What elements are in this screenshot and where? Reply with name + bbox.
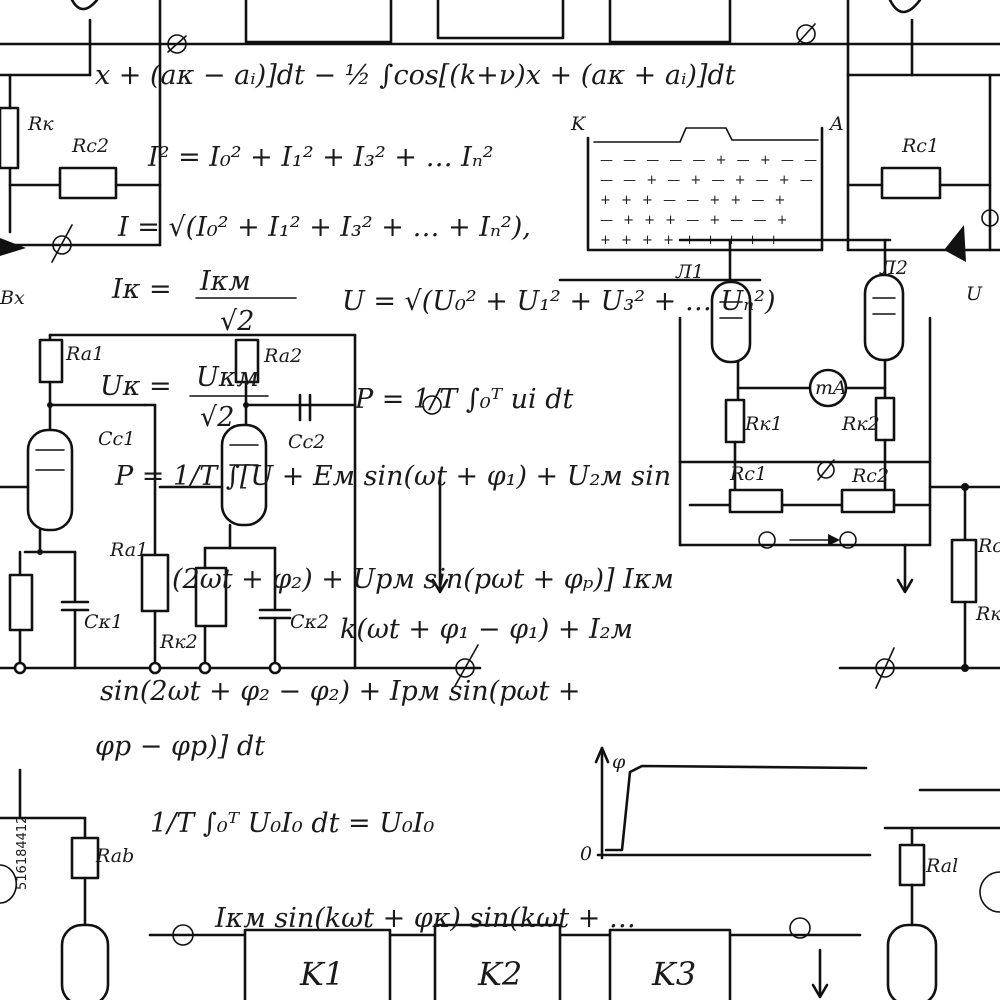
label-l2: Л2 [879,257,908,279]
svg-text:— — + — + — + — + —: — — + — + — + — + — [600,173,816,188]
formula-ik-numerator: Iκм [199,266,251,297]
label-r-right: Rc [977,535,1000,557]
label-rc1-box: Rc1 [729,463,767,485]
formula-block: x + (aκ − aᵢ)]dt − ½ ∫cos[(k+ν)x + (aκ +… [95,60,776,934]
label-ck2: Cκ2 [290,611,329,633]
label-cc1: Cc1 [98,428,135,450]
top-block-chain [0,0,1000,252]
tube-bridge-circuit: Л1 Л2 Rк1 Rк2 mA Rc1 Rc2 [558,238,932,594]
tank-label-k: K [570,113,587,135]
label-rs1: Ra1 [109,539,148,561]
svg-text:— — — — — + — + — —: — — — — — + — + — — [600,153,820,168]
label-k2: K2 [477,955,522,993]
bottom-right-circuit: Ral [883,788,1000,1000]
label-u-out: U [966,283,983,305]
formula-current-rms: I = √(I₀² + I₁² + I₃² + … + Iₙ²), [117,212,531,243]
right-amplifier-circuit: Rc1 U [846,18,1000,305]
formula-uk-denominator: √2 [200,402,234,433]
label-ck1: Cκ1 [84,611,123,633]
label-rk: Rк [27,113,54,135]
formula-top-integral: x + (aκ − aᵢ)]dt − ½ ∫cos[(k+ν)x + (aκ +… [95,60,736,91]
label-ra2: Ra2 [263,345,302,367]
left-amplifier-circuit: Rк Rc2 Bx [0,18,162,309]
formula-uk-numerator: Uκм [196,362,259,393]
label-rc2-box: Rc2 [851,465,889,487]
graph-y-label: φ [612,751,626,773]
tank-label-a: A [828,113,844,135]
right-edge-circuit: Rc Rк [838,483,1000,689]
label-bx: Bx [0,287,25,309]
bottom-left-circuit: Rab [0,768,134,1000]
electrolytic-tank: — — — — — + — + — — — — + — + — + — + — … [570,113,844,252]
label-rab: Rab [95,845,134,867]
label-rk1-box: Rк1 [744,413,783,435]
svg-text:+ + + — — + + — +: + + + — — + + — + [600,193,788,208]
label-rk2-box: Rк2 [841,413,880,435]
formula-bottom-series: Iκм sin(kωt + φκ) sin(kωt + … [214,903,636,934]
label-ra1: Ra1 [65,343,104,365]
label-ma: mA [815,377,847,399]
step-response-graph: φ 0 [580,746,872,865]
label-rc1: Rc1 [901,135,939,157]
bottom-block-chain: K1 K2 K3 [148,917,862,1000]
formula-power-long-3: k(ωt + φ₁ − φ₁) + I₂м [340,614,633,645]
formula-ik-lhs: Iκ = [111,274,172,305]
formula-uk-lhs: Uκ = [100,371,172,402]
formula-power-long-4: sin(2ωt + φ₂ − φ₂) + Iрм sin(pωt + [100,676,581,707]
label-k1: K1 [299,955,344,993]
formula-power: P = 1/T ∫₀ᵀ ui dt [354,384,574,415]
label-k3: K3 [651,955,696,993]
formula-power-long-1: P = 1/T ∫[U + Eм sin(ωt + φ₁) + U₂м sin [114,461,671,492]
label-cc2: Cc2 [288,431,325,453]
formula-current-sum: I² = I₀² + I₁² + I₃² + … Iₙ² [147,142,494,173]
label-rc2: Rc2 [71,135,109,157]
graph-origin: 0 [580,843,592,865]
label-rk-right: Rк [975,603,1000,625]
svg-text:— + + + — + — — +: — + + + — + — — + [600,213,791,228]
formula-voltage-rms: U = √(U₀² + U₁² + U₃² + … Uₙ²) [342,286,776,317]
formula-power-long-5: φp − φp)] dt [95,731,265,762]
formula-ik-denominator: √2 [220,306,254,337]
label-ral: Ral [925,855,958,877]
label-rk2: Rк2 [159,631,198,653]
label-l1: Л1 [675,261,704,283]
two-stage-tube-amplifier: Ra1 Ra2 Cc1 Cc2 Ra1 Rк2 Cκ1 Cκ2 [0,333,482,687]
stock-id-watermark: 516184412 [15,816,30,890]
formula-average: 1/T ∫₀ᵀ U₀I₀ dt = U₀I₀ [150,808,434,839]
formula-power-long-2: (2ωt + φ₂) + Uрм sin(pωt + φₚ)] Iκм [172,564,674,595]
